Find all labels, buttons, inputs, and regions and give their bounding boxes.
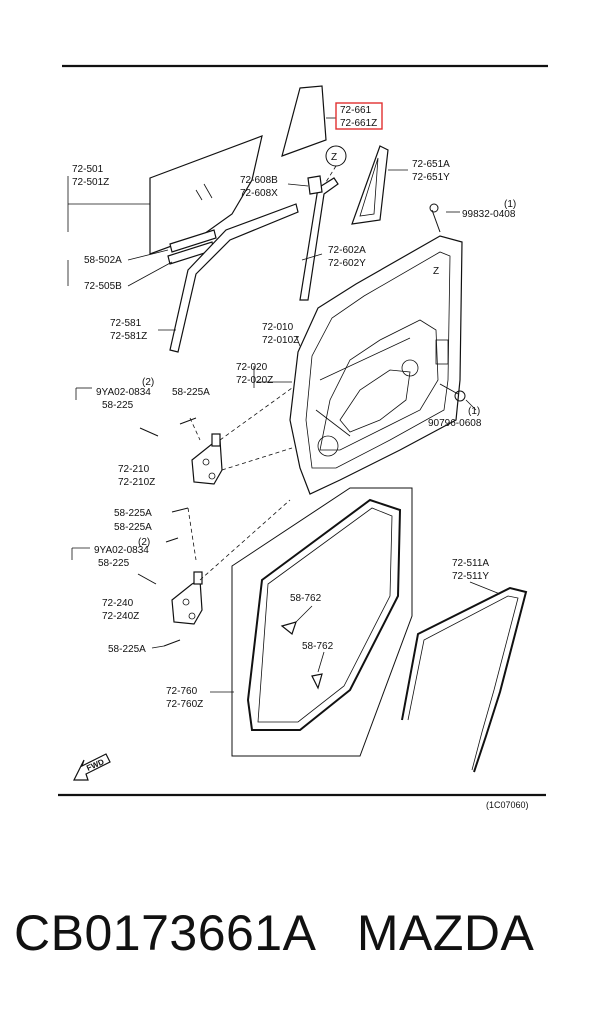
callout-72-501: 72-501: [72, 164, 104, 175]
callout-72-505b: 72-505B: [84, 281, 122, 292]
highlight-box: [335, 102, 383, 130]
callout-72-511y: 72-511Y: [452, 571, 489, 582]
callout-9ya02-0834-b: 9YA02-0834: [94, 545, 149, 556]
z-label-1: Z: [331, 152, 337, 163]
callout-72-581: 72-581: [110, 318, 142, 329]
callout-58-762-b: 58-762: [302, 641, 334, 652]
screw-top: [429, 203, 460, 233]
quarter-glass: [281, 85, 336, 157]
callout-90796-0608: 90796-0608: [428, 418, 482, 429]
callout-58-225a-c: 58-225A: [114, 522, 152, 533]
hinge-lower: [137, 537, 203, 647]
callout-72-661: 72-661: [340, 105, 372, 116]
z-label-2: Z: [433, 266, 439, 277]
callout-72-651y: 72-651Y: [412, 172, 450, 183]
callout-72-602a: 72-602A: [328, 245, 366, 256]
callout-72-501z: 72-501Z: [72, 177, 109, 188]
clip-1: [280, 621, 297, 636]
weatherstrip: [246, 498, 402, 731]
callout-58-225a-a: 58-225A: [172, 387, 210, 398]
door-weatherstrip: [401, 586, 528, 773]
hinge-upper: [139, 417, 223, 513]
door-glass: [149, 135, 263, 265]
callout-99832-0408: 99832-0408: [462, 209, 516, 220]
door-parts-diagram: FWD 72-661 72-661Z 72-651A 72-651Y 72-50…: [58, 64, 548, 810]
callout-58-502a: 58-502A: [84, 255, 122, 266]
fwd-label: FWD: [85, 757, 106, 773]
callout-72-240: 72-240: [102, 598, 134, 609]
qty-1a: (1): [504, 199, 516, 210]
qty-1b: (1): [468, 406, 480, 417]
callout-72-651a: 72-651A: [412, 159, 450, 170]
callout-72-661z: 72-661Z: [340, 118, 377, 129]
fwd-arrow: FWD: [73, 753, 111, 781]
part-number-caption: CB0173661A MAZDA: [14, 905, 535, 961]
callout-72-240z: 72-240Z: [102, 611, 139, 622]
callout-72-511a: 72-511A: [452, 558, 489, 569]
door-shell: [289, 235, 463, 495]
clip-2: [311, 673, 323, 690]
callout-72-020z: 72-020Z: [236, 375, 273, 386]
callout-9ya02-0834-a: 9YA02-0834: [96, 387, 151, 398]
diagram-code: (1C07060): [486, 800, 529, 810]
bolt-side: [439, 383, 466, 402]
qty-2b: (2): [138, 537, 150, 548]
callout-58-762-a: 58-762: [290, 593, 322, 604]
callout-72-602y: 72-602Y: [328, 258, 366, 269]
leaders: [67, 176, 501, 693]
callout-58-225-b: 58-225: [98, 558, 130, 569]
callout-72-010: 72-010: [262, 322, 294, 333]
callout-58-225a-b: 58-225A: [114, 508, 152, 519]
callout-58-225a-d: 58-225A: [108, 644, 146, 655]
bracket: [307, 175, 323, 195]
callout-72-010z: 72-010Z: [262, 335, 299, 346]
callout-72-608x: 72-608X: [240, 188, 278, 199]
channel-rear: [299, 177, 339, 301]
callout-72-760: 72-760: [166, 686, 198, 697]
callout-58-225-a: 58-225: [102, 400, 134, 411]
callout-72-210: 72-210: [118, 464, 150, 475]
quarter-seal: [351, 145, 408, 225]
callout-72-760z: 72-760Z: [166, 699, 203, 710]
callout-72-581z: 72-581Z: [110, 331, 147, 342]
callout-72-020: 72-020: [236, 362, 268, 373]
qty-2a: (2): [142, 377, 154, 388]
callout-72-210z: 72-210Z: [118, 477, 155, 488]
weatherstrip-frame: [231, 487, 413, 757]
glass-run-front: [169, 203, 299, 353]
callout-72-608b: 72-608B: [240, 175, 278, 186]
